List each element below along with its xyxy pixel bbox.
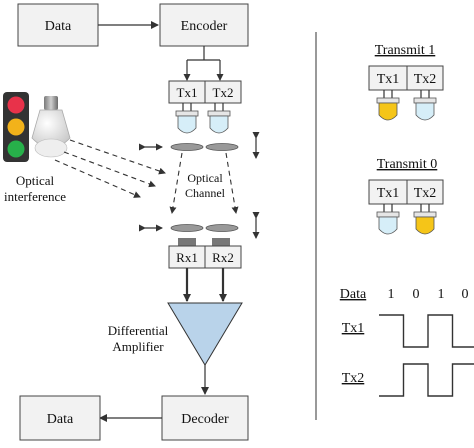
transmit0-tx2-led-icon: [413, 204, 437, 235]
data-input-block: Data: [17, 3, 99, 47]
amplifier-label-line1: Differential: [108, 323, 169, 338]
transmit1-tx2-led-icon: [413, 90, 437, 121]
timing-bit-4: 0: [462, 287, 469, 302]
encoder-block: Encoder: [159, 3, 249, 47]
transmit0-tx1-label: Tx1: [377, 186, 400, 201]
timing-data-label: Data: [340, 287, 367, 302]
traffic-light-icon: [3, 92, 29, 162]
interference-ray-2: [63, 151, 156, 188]
encoder-label: Encoder: [181, 19, 228, 34]
data-input-label: Data: [45, 19, 72, 34]
tx1-led-icon: [175, 103, 199, 134]
tx2-lens-icon: [205, 143, 239, 151]
legend-transmit-1: Transmit 1 Tx1 Tx2: [368, 43, 444, 121]
rx1-box: Rx1: [168, 245, 206, 269]
interference-label-line1: Optical: [16, 173, 55, 188]
transmit0-tx2-label: Tx2: [414, 186, 437, 201]
timing-tx1-label: Tx1: [342, 321, 365, 336]
channel-label-line2: Channel: [185, 186, 226, 200]
tx1-box: Tx1: [168, 80, 206, 104]
interference-ray-3: [54, 159, 141, 198]
rx2-box: Rx2: [204, 245, 242, 269]
timing-diagram: Data 1 0 1 0 Tx1 Tx2: [340, 287, 474, 397]
legend-transmit-0: Transmit 0 Tx1 Tx2: [368, 157, 444, 235]
interference-ray-1: [69, 139, 166, 175]
transmit1-tx1-led-icon: [376, 90, 400, 121]
timing-bit-2: 0: [413, 287, 420, 302]
amplifier-label-line2: Amplifier: [112, 339, 164, 354]
timing-bit-1: 1: [388, 287, 395, 302]
tx2-label: Tx2: [213, 85, 234, 100]
channel-ray-right: [225, 152, 239, 214]
channel-label-line1: Optical: [187, 171, 223, 185]
tx1-label: Tx1: [177, 85, 198, 100]
tx2-box: Tx2: [204, 80, 242, 104]
transmit0-title: Transmit 0: [377, 157, 438, 172]
rx1-label: Rx1: [176, 250, 198, 265]
interference-label-line2: interference: [4, 189, 66, 204]
timing-tx2-label: Tx2: [342, 371, 365, 386]
decoder-label: Decoder: [181, 412, 229, 427]
transmit1-title: Transmit 1: [375, 43, 436, 58]
data-output-label: Data: [47, 412, 74, 427]
transmit0-tx1-led-icon: [376, 204, 400, 235]
transmit1-tx2-label: Tx2: [414, 72, 437, 87]
rx2-label: Rx2: [212, 250, 234, 265]
transmit1-tx1-label: Tx1: [377, 72, 400, 87]
timing-bit-3: 1: [438, 287, 445, 302]
tx1-waveform: [379, 314, 474, 348]
data-output-block: Data: [19, 395, 101, 441]
encoder-fork: [183, 46, 224, 81]
channel-ray-left: [169, 152, 183, 214]
tx2-waveform: [379, 363, 474, 397]
rx2-photodiode-icon: [212, 238, 230, 246]
light-bulb-icon: [31, 96, 71, 158]
decoder-block: Decoder: [161, 395, 249, 441]
rx2-lens-icon: [205, 224, 239, 232]
rx1-lens-icon: [170, 224, 204, 232]
tx1-lens-icon: [170, 143, 204, 151]
tx2-led-icon: [207, 103, 231, 134]
rx1-photodiode-icon: [178, 238, 196, 246]
differential-amplifier-icon: [167, 302, 243, 366]
